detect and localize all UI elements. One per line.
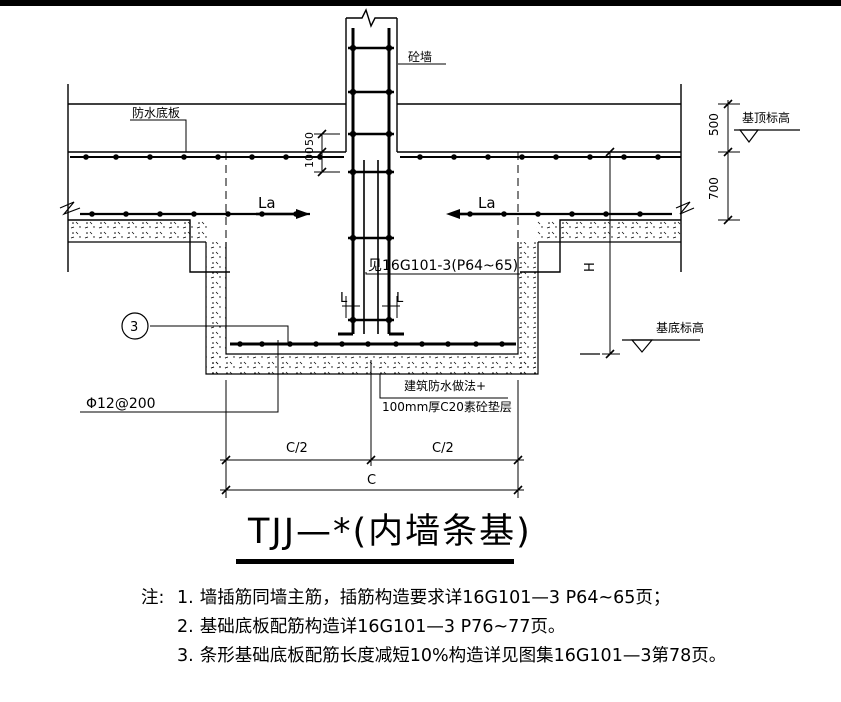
dowel-rebar-dots [349, 44, 393, 324]
blinding-layer-hatch [68, 220, 681, 375]
note-text: 条形基础底板配筋长度减短10%构造详见图集16G101—3第78页。 [199, 646, 727, 666]
anchorage-arrows [256, 209, 500, 219]
bottom-elevation-label: 基底标高 [656, 320, 704, 335]
dim-100-label: 100 [303, 147, 316, 168]
slab-top-rebar [70, 154, 681, 160]
note-number: 2. [177, 617, 194, 637]
h-dimension-label: H [583, 262, 598, 272]
dim-700-label: 700 [707, 177, 721, 200]
wall-dowel-rebar [338, 28, 404, 336]
blinding-layer-label: 100mm厚C20素砼垫层 [382, 399, 512, 414]
la-left-label: La [258, 194, 276, 212]
top-elevation-label: 基顶标高 [742, 110, 790, 125]
note-row-1: 注: 1. 墙插筋同墙主筋，插筋构造要求详16G101—3 P64~65页； [141, 584, 726, 613]
drawing-title: TJJ—*(内墙条基) [248, 512, 532, 552]
rebar-spec-label: Φ12@200 [86, 396, 156, 412]
note-row-3: 3. 条形基础底板配筋长度减短10%构造详见图集16G101—3第78页。 [141, 642, 726, 671]
c-total-label: C [367, 473, 376, 488]
note-number: 3. [177, 646, 194, 666]
note-text: 墙插筋同墙主筋，插筋构造要求详16G101—3 P64~65页； [199, 588, 671, 608]
c-half-right-label: C/2 [432, 441, 454, 456]
title-underline [236, 559, 514, 564]
dimension-ticks [221, 99, 733, 495]
waterproof-slab-label: 防水底板 [132, 105, 180, 120]
reference-note-label: 见16G101-3(P64~65) [368, 258, 518, 274]
footing-bottom-rebar [230, 341, 516, 347]
c-half-left-label: C/2 [286, 441, 308, 456]
top-elevation-marker [734, 129, 800, 143]
l-right-label: L [396, 291, 404, 306]
callout-circle [121, 312, 149, 340]
note-row-2: 2. 基础底板配筋构造详16G101—3 P76~77页。 [141, 613, 726, 642]
note-text: 基础底板配筋构造详16G101—3 P76~77页。 [199, 617, 566, 637]
concrete-wall [345, 8, 398, 152]
dim-50-label: 50 [303, 132, 316, 146]
note-number: 1. [177, 588, 194, 608]
dimension-lines [220, 100, 740, 498]
callout-number: 3 [130, 320, 138, 335]
slab-bottom-rebar [80, 211, 672, 217]
wall-label: 砼墙 [408, 50, 432, 64]
dim-500-label: 500 [707, 113, 721, 136]
l-left-label: L [340, 291, 348, 306]
notes-prefix: 注: [141, 588, 165, 608]
top-border [0, 0, 841, 6]
la-right-label: La [478, 194, 496, 212]
strip-edge-dashes [225, 152, 519, 242]
waterproof-method-label: 建筑防水做法+ [404, 378, 486, 393]
notes-block: 注: 1. 墙插筋同墙主筋，插筋构造要求详16G101—3 P64~65页； 2… [141, 584, 726, 671]
bottom-elevation-marker [580, 339, 700, 355]
leader-lines [80, 63, 520, 413]
